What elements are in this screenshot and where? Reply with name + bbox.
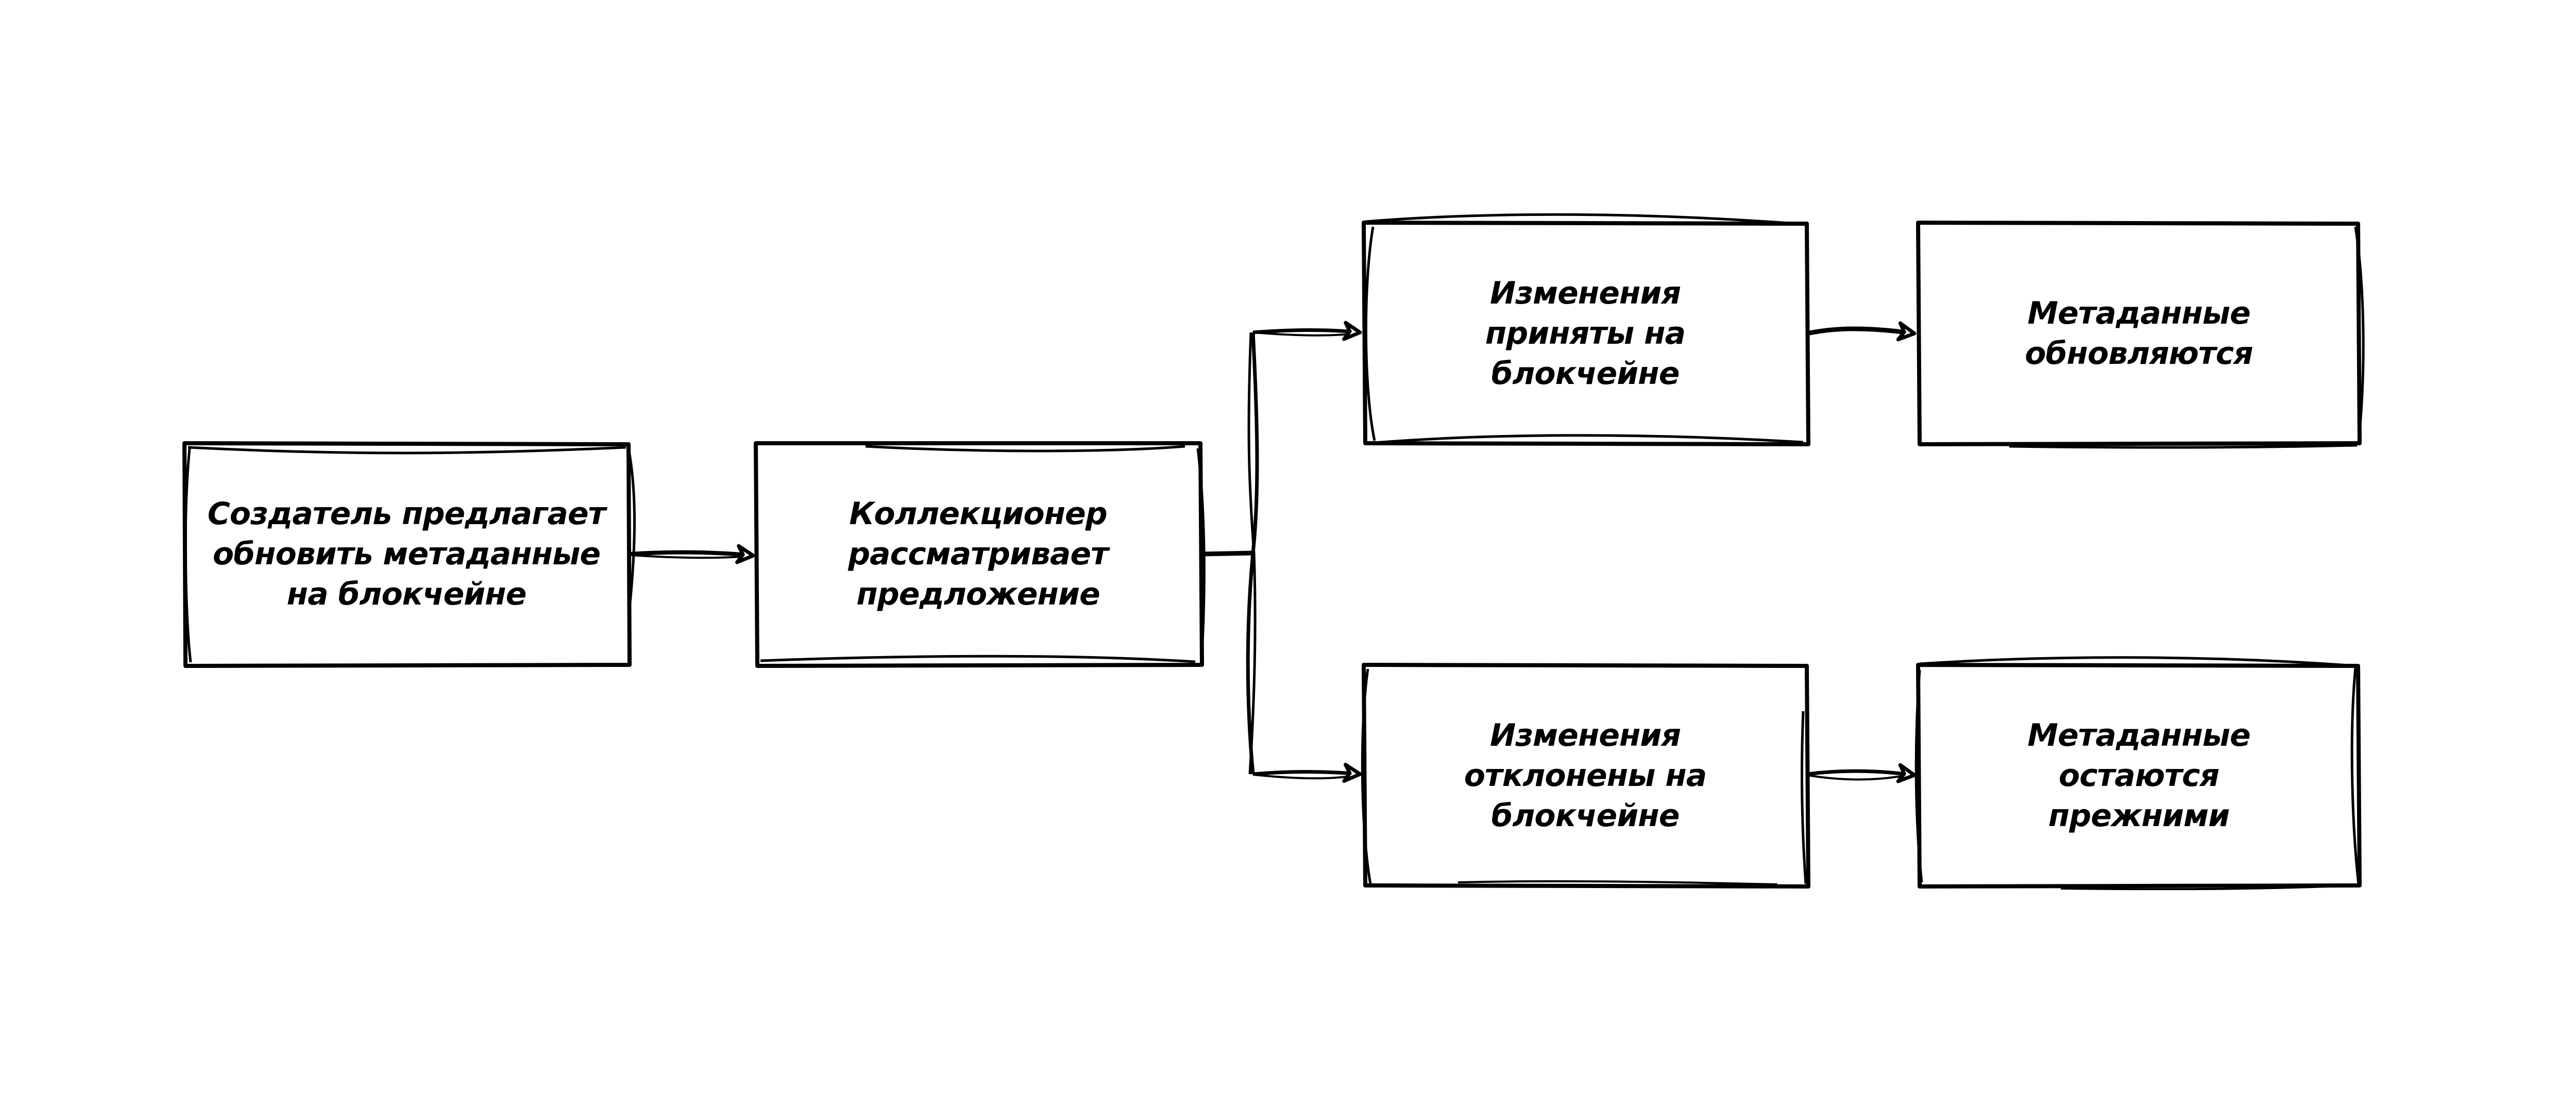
node-label: Изменения отклонены на блокчейне <box>1464 717 1707 834</box>
node-outlines <box>182 213 2365 891</box>
node-collector-reviews: Коллекционер рассматривает предложение <box>756 443 1200 665</box>
node-label: Метаданные обновляются <box>2025 295 2253 372</box>
edge-n2-n3 <box>1252 321 1362 341</box>
node-metadata-updated: Метаданные обновляются <box>1918 223 2360 444</box>
node-label: Метаданные остаются прежними <box>2027 717 2250 834</box>
node-creator-proposes: Создатель предлагает обновить метаданные… <box>184 443 629 665</box>
node-label: Коллекционер рассматривает предложение <box>848 496 1109 612</box>
edge-n3-n4 <box>1807 321 1917 342</box>
node-changes-rejected: Изменения отклонены на блокчейне <box>1364 665 1807 886</box>
edge-n5-n6 <box>1807 763 1917 783</box>
edge-n2-n5 <box>1252 762 1362 783</box>
node-changes-accepted: Изменения приняты на блокчейне <box>1364 223 1807 444</box>
node-metadata-unchanged: Метаданные остаются прежними <box>1918 665 2360 886</box>
node-label: Изменения приняты на блокчейне <box>1485 275 1686 392</box>
edge-n2-trunk <box>1200 332 1259 775</box>
edge-n1-n2 <box>629 544 755 564</box>
node-label: Создатель предлагает обновить метаданные… <box>207 496 606 612</box>
